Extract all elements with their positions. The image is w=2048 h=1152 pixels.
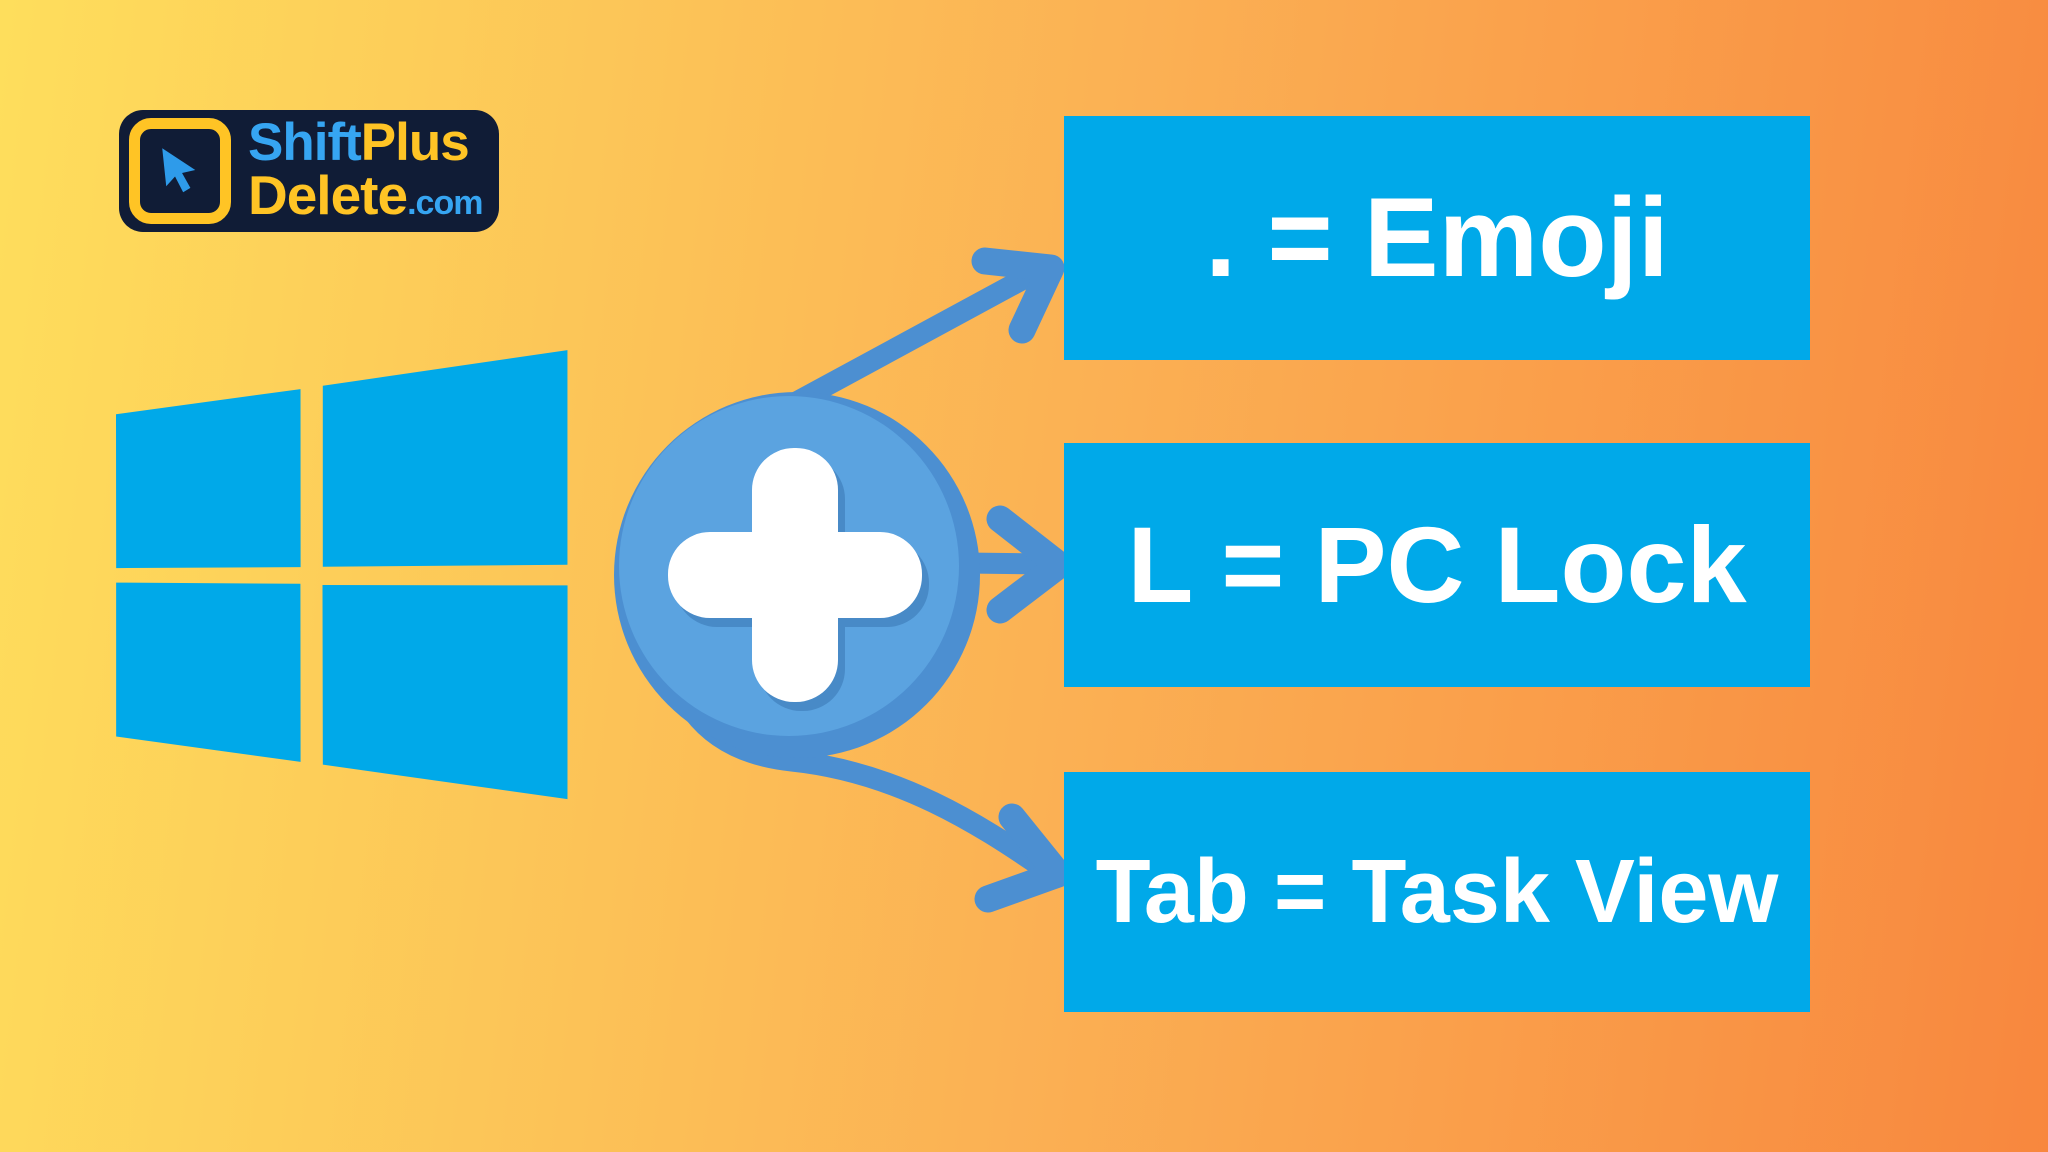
shortcut-box-pc-lock: L = PC Lock (1064, 443, 1810, 687)
windows-logo (116, 350, 568, 800)
shortcut-box-emoji: . = Emoji (1064, 116, 1810, 360)
brand-logo: ShiftPlus Delete.com (119, 110, 499, 232)
brand-line1: ShiftPlus (248, 113, 470, 172)
brand-line2: Delete.com (248, 164, 483, 226)
arrow-up-right-icon (767, 247, 1065, 423)
plus-icon (668, 448, 922, 702)
mouse-cursor-icon (162, 148, 196, 193)
shortcut-box-task-view: Tab = Task View (1064, 772, 1810, 1012)
cursor-badge (129, 118, 231, 224)
brand-logo-text: ShiftPlus Delete.com (248, 113, 483, 229)
